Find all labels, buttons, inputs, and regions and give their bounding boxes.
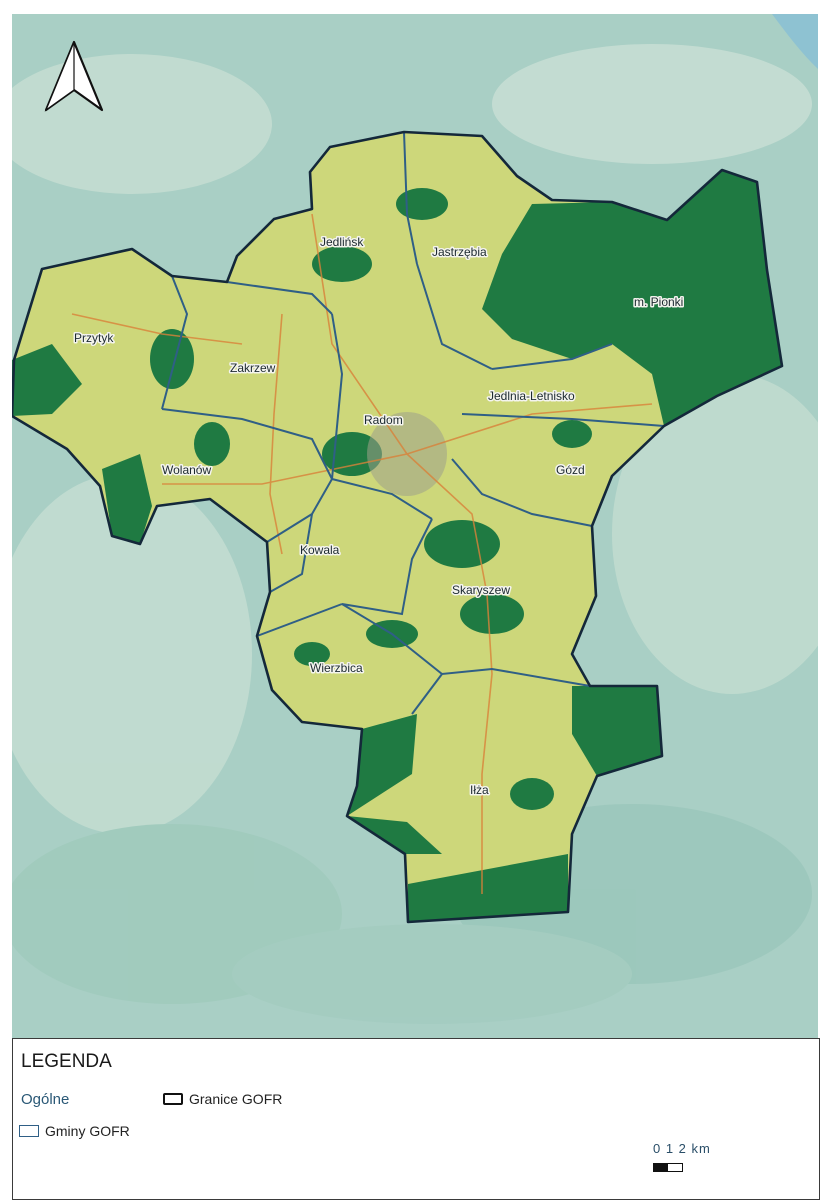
label-przytyk: Przytyk	[74, 331, 114, 345]
label-jedlinsk: Jedlińsk	[320, 235, 364, 249]
legend-item-gofr: Granice GOFR	[163, 1091, 282, 1107]
roads	[71, 213, 653, 894]
scale-bar	[653, 1163, 683, 1172]
label-wierzbica: Wierzbica	[310, 661, 363, 675]
gofr-boundary	[12, 130, 784, 924]
scale-bar-light-segment	[668, 1164, 682, 1171]
label-wolanow: Wolanów	[162, 463, 211, 477]
legend-panel: LEGENDA Ogólne Granice GOFR Gminy GOFR 0…	[12, 1038, 820, 1200]
gminy-swatch	[19, 1125, 39, 1137]
label-ilza: Iłża	[470, 783, 489, 797]
gofr-swatch	[163, 1093, 183, 1105]
label-zakrzew: Zakrzew	[230, 361, 276, 375]
legend-item-gminy-label: Gminy GOFR	[45, 1123, 130, 1139]
label-jastrzebia: Jastrzębia	[432, 245, 487, 259]
label-pionki: m. Pionki	[634, 295, 683, 309]
legend-title: LEGENDA	[21, 1051, 112, 1072]
map-svg: Przytyk Jedlińsk Jastrzębia m. Pionki Za…	[12, 14, 818, 1038]
place-labels: Przytyk Jedlińsk Jastrzębia m. Pionki Za…	[73, 234, 685, 799]
river-area	[772, 14, 818, 69]
scale-bar-dark-segment	[654, 1164, 668, 1171]
gmina-borders	[161, 131, 665, 715]
map-canvas[interactable]: Przytyk Jedlińsk Jastrzębia m. Pionki Za…	[12, 14, 818, 1038]
label-gozd: Gózd	[556, 463, 585, 477]
label-kowala: Kowala	[300, 543, 340, 557]
north-arrow-icon	[44, 40, 104, 112]
label-radom: Radom	[364, 413, 403, 427]
scale-label: 0 1 2 km	[653, 1141, 711, 1156]
label-skaryszew: Skaryszew	[452, 583, 510, 597]
legend-group-label: Ogólne	[21, 1091, 70, 1108]
forest-areas	[12, 170, 782, 922]
legend-item-gminy: Gminy GOFR	[19, 1123, 130, 1139]
label-jedlnia: Jedlnia-Letnisko	[488, 389, 575, 403]
legend-item-gofr-label: Granice GOFR	[189, 1091, 283, 1107]
